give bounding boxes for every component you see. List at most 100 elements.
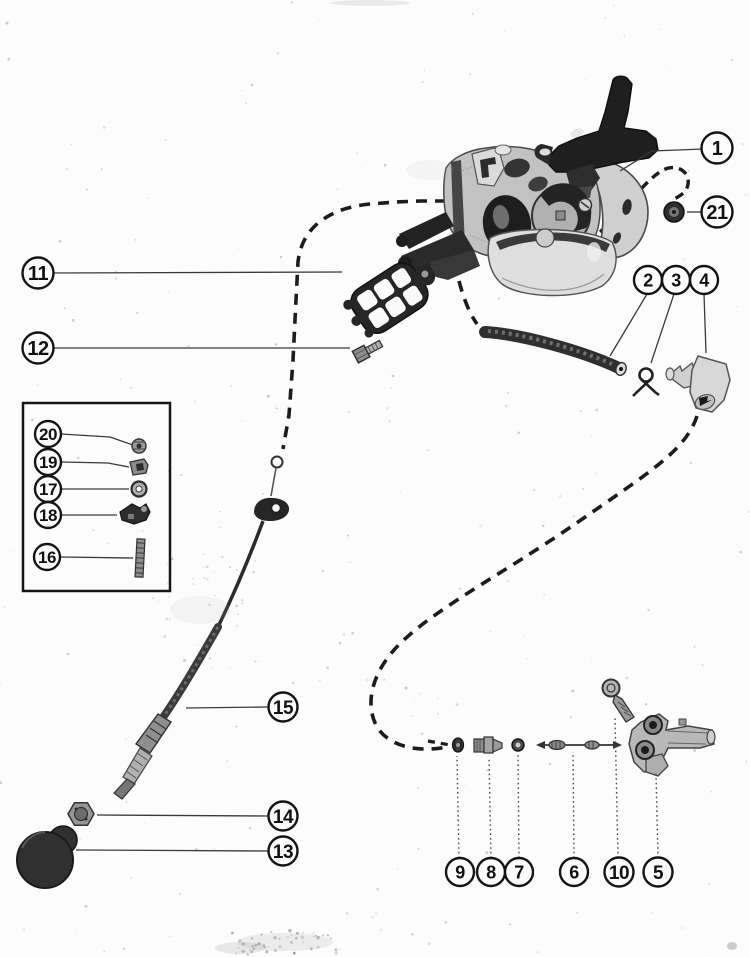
noise-speck (626, 443, 628, 445)
noise-speck (321, 569, 325, 573)
noise-speck (503, 30, 505, 32)
scan-smudges (170, 0, 737, 954)
carburetor-assembly-shape (430, 250, 480, 280)
fuel-hose-part (479, 326, 627, 377)
choke-bracket-part-shape (368, 307, 389, 328)
callout-label-10: 10 (609, 863, 629, 884)
noise-speck (114, 277, 117, 280)
noise-speck (141, 530, 144, 532)
carburetor-assembly-shape (580, 201, 590, 209)
noise-speck (100, 389, 102, 391)
noise-speck (349, 561, 351, 564)
noise-speck (274, 343, 278, 346)
noise-speck (252, 947, 256, 951)
noise-speck (77, 606, 79, 608)
noise-speck (263, 943, 266, 946)
nut-part-20-shape (132, 441, 146, 450)
noise-speck (229, 666, 232, 669)
noise-speck (237, 946, 240, 949)
noise-speck (625, 676, 629, 680)
scan-smudges-shape (237, 933, 333, 951)
leader-line-2 (609, 293, 648, 357)
noise-speck (0, 683, 1, 684)
noise-speck (367, 536, 368, 538)
nut-part-20 (131, 438, 147, 454)
callout-label-18: 18 (39, 506, 57, 525)
noise-speck (385, 406, 389, 410)
noise-speck (270, 930, 273, 934)
noise-speck (744, 193, 748, 197)
noise-speck (127, 495, 129, 497)
noise-speck (152, 597, 155, 600)
noise-speck (318, 18, 320, 20)
noise-speck (178, 893, 182, 896)
noise-speck (326, 934, 330, 937)
pump-body-part-5-shape (645, 753, 669, 777)
callout-13 (267, 835, 299, 867)
carburetor-assembly-shape (555, 210, 566, 221)
noise-speck (115, 270, 118, 273)
callout-label-15: 15 (273, 698, 294, 719)
routing-lines (281, 165, 699, 751)
washer-part-17 (130, 480, 148, 498)
callout-label-6: 6 (569, 862, 579, 882)
noise-speck (9, 549, 12, 552)
fitting-part-8-shape (473, 738, 485, 753)
noise-speck (329, 937, 332, 940)
cable-nut-part-shape (84, 817, 88, 821)
noise-speck (399, 490, 402, 492)
noise-speck (58, 240, 62, 243)
fuel-hose-part-shape (479, 326, 625, 374)
noise-speck (230, 931, 234, 935)
noise-speck (302, 931, 305, 934)
noise-speck (66, 652, 70, 656)
noise-speck (197, 644, 199, 646)
noise-speck (237, 613, 240, 616)
noise-speck (365, 678, 369, 682)
noise-speck (241, 420, 244, 423)
noise-speck (708, 954, 710, 956)
callout-18 (33, 500, 63, 530)
noise-speck (326, 666, 330, 670)
fuel-line-lower-dashed (369, 415, 699, 751)
noise-speck (71, 319, 75, 322)
link-rod-part-6-shape (613, 741, 622, 749)
callout-12 (21, 331, 55, 365)
bolt-part-10-shape (601, 678, 621, 698)
noise-speck (65, 168, 68, 171)
noise-speck (436, 697, 440, 700)
choke-bracket-part-shape (364, 328, 374, 338)
callout-11 (21, 256, 55, 290)
noise-speck (437, 712, 439, 715)
noise-speck (261, 492, 265, 496)
pump-body-part-5-shape (641, 746, 649, 754)
noise-speck (237, 247, 239, 249)
leader-line-9 (456, 755, 460, 859)
noise-speck (590, 435, 593, 437)
noise-speck (469, 73, 472, 76)
noise-speck (682, 258, 685, 261)
noise-speck (92, 529, 95, 532)
noise-speck (210, 666, 212, 669)
noise-speck (312, 935, 315, 938)
noise-speck (113, 435, 116, 438)
noise-speck (623, 34, 625, 36)
noise-speck (311, 933, 313, 935)
leader-line-8 (488, 756, 492, 859)
noise-speck (127, 2, 129, 4)
noise-speck (471, 12, 475, 15)
callout-7 (503, 856, 535, 888)
noise-speck (540, 808, 542, 810)
noise-speck (273, 935, 277, 940)
carburetor-assembly-shape (612, 232, 622, 244)
noise-speck (257, 661, 259, 663)
noise-speck (612, 4, 615, 7)
noise-speck (620, 37, 622, 39)
noise-speck (252, 571, 255, 574)
callout-label-3: 3 (671, 270, 681, 290)
noise-speck (322, 934, 325, 937)
noise-speck (456, 940, 458, 942)
noise-speck (541, 524, 545, 528)
noise-speck (739, 550, 742, 554)
callout-label-16: 16 (38, 548, 56, 567)
